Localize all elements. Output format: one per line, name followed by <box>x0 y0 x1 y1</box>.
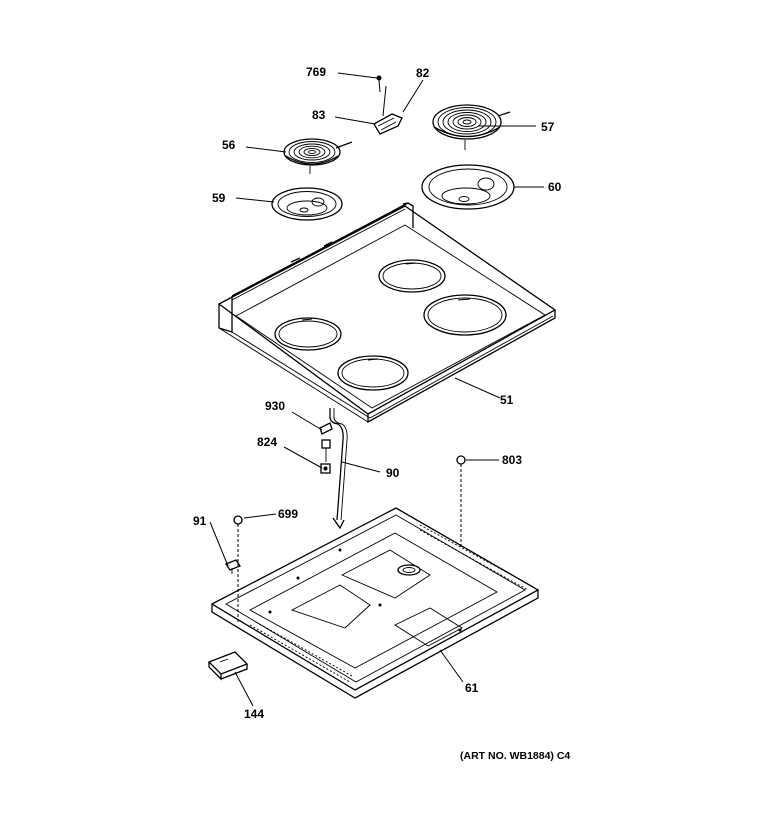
callout-803: 803 <box>502 453 522 467</box>
cooktop <box>217 202 557 424</box>
callout-57: 57 <box>541 120 555 134</box>
callout-61: 61 <box>465 681 479 695</box>
callout-90: 90 <box>386 466 400 480</box>
large-drip-pan <box>421 164 515 210</box>
art-number: (ART NO. WB1884) C4 <box>460 750 570 762</box>
bracket-91 <box>225 559 241 574</box>
screw-803 <box>456 455 466 548</box>
callout-91: 91 <box>193 514 207 528</box>
terminal-block <box>373 75 403 135</box>
large-surface-unit <box>432 104 511 150</box>
screw-699 <box>233 515 243 624</box>
callout-769: 769 <box>306 65 326 79</box>
callout-930: 930 <box>265 399 285 413</box>
clip-and-nut <box>319 422 333 474</box>
burner-box <box>210 507 540 699</box>
callout-82: 82 <box>416 66 430 80</box>
small-drip-pan <box>271 187 343 221</box>
callout-51: 51 <box>500 393 514 407</box>
callout-824: 824 <box>257 435 277 449</box>
callout-144: 144 <box>244 707 264 721</box>
callout-labels: 769 82 83 57 56 60 59 51 930 824 90 803 … <box>193 65 570 762</box>
callout-60: 60 <box>548 180 562 194</box>
wire-harness <box>329 408 348 530</box>
callout-699: 699 <box>278 507 298 521</box>
callout-83: 83 <box>312 108 326 122</box>
shield-144 <box>207 651 249 681</box>
callout-56: 56 <box>222 138 236 152</box>
callout-59: 59 <box>212 191 226 205</box>
small-surface-unit <box>283 138 353 174</box>
leader-lines <box>209 72 544 707</box>
